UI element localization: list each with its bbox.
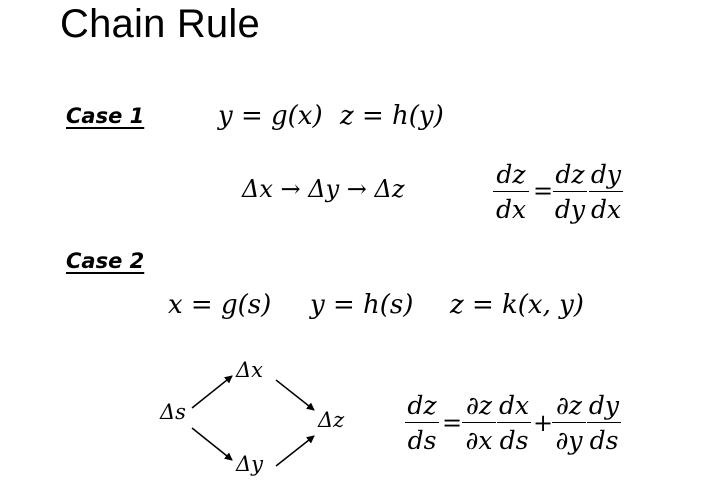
fraction-numerator: dz (555, 160, 585, 189)
arrow-s-to-y (191, 427, 233, 461)
fraction-bar (552, 422, 586, 423)
case-2-label: Case 2 (66, 249, 145, 273)
case-2-equation-x: x = g(s) (168, 290, 272, 320)
fraction-bar (497, 422, 531, 423)
fraction-dz-ds: dz ds (405, 391, 439, 455)
node-delta-s: Δs (160, 400, 186, 424)
fraction-denominator: ∂x (465, 426, 493, 455)
fraction-bar (587, 422, 621, 423)
node-delta-x: Δx (236, 358, 264, 382)
fraction-numerator: ∂z (465, 391, 493, 420)
arrow-x-to-z (275, 379, 315, 411)
node-delta-y: Δy (236, 452, 264, 476)
equals-sign: = (533, 177, 554, 205)
fraction-denominator: ds (499, 426, 529, 455)
fraction-denominator: ds (589, 426, 619, 455)
page-title: Chain Rule (60, 2, 260, 46)
case-2-equation-y: y = h(s) (310, 290, 414, 320)
equals-sign: = (442, 409, 463, 437)
fraction-bar (462, 422, 496, 423)
fraction-dx-ds: dx ds (497, 391, 531, 455)
arrow-y-to-z (275, 435, 315, 467)
fraction-dz-dx: dz dx (493, 160, 529, 224)
fraction-dy-dx: dy dx (589, 160, 623, 224)
arrow-s-to-x (191, 375, 233, 409)
fraction-denominator: dx (495, 195, 527, 224)
fraction-partial-z-partial-y: ∂z ∂y (552, 391, 586, 455)
fraction-partial-z-partial-x: ∂z ∂x (462, 391, 496, 455)
fraction-numerator: dy (590, 160, 622, 189)
fraction-numerator: dy (588, 391, 620, 420)
node-delta-z: Δz (318, 408, 345, 432)
case-2-equation-z: z = k(x, y) (450, 290, 584, 320)
fraction-numerator: dz (407, 391, 437, 420)
fraction-bar (493, 191, 529, 192)
fraction-bar (405, 422, 439, 423)
fraction-denominator: dx (590, 195, 622, 224)
case-1-chain: Δx → Δy → Δz (242, 175, 405, 203)
fraction-dy-ds: dy ds (587, 391, 621, 455)
fraction-denominator: ∂y (555, 426, 583, 455)
fraction-numerator: dx (498, 391, 530, 420)
fraction-dz-dy: dz dy (553, 160, 587, 224)
fraction-bar (589, 191, 623, 192)
fraction-numerator: dz (496, 160, 526, 189)
fraction-denominator: ds (407, 426, 437, 455)
case-1-label: Case 1 (66, 104, 145, 128)
fraction-denominator: dy (554, 195, 586, 224)
plus-sign: + (533, 409, 554, 437)
case-1-equation-z: z = h(y) (340, 101, 444, 131)
case-1-equation-y: y = g(x) (218, 101, 323, 131)
fraction-bar (553, 191, 587, 192)
fraction-numerator: ∂z (555, 391, 583, 420)
